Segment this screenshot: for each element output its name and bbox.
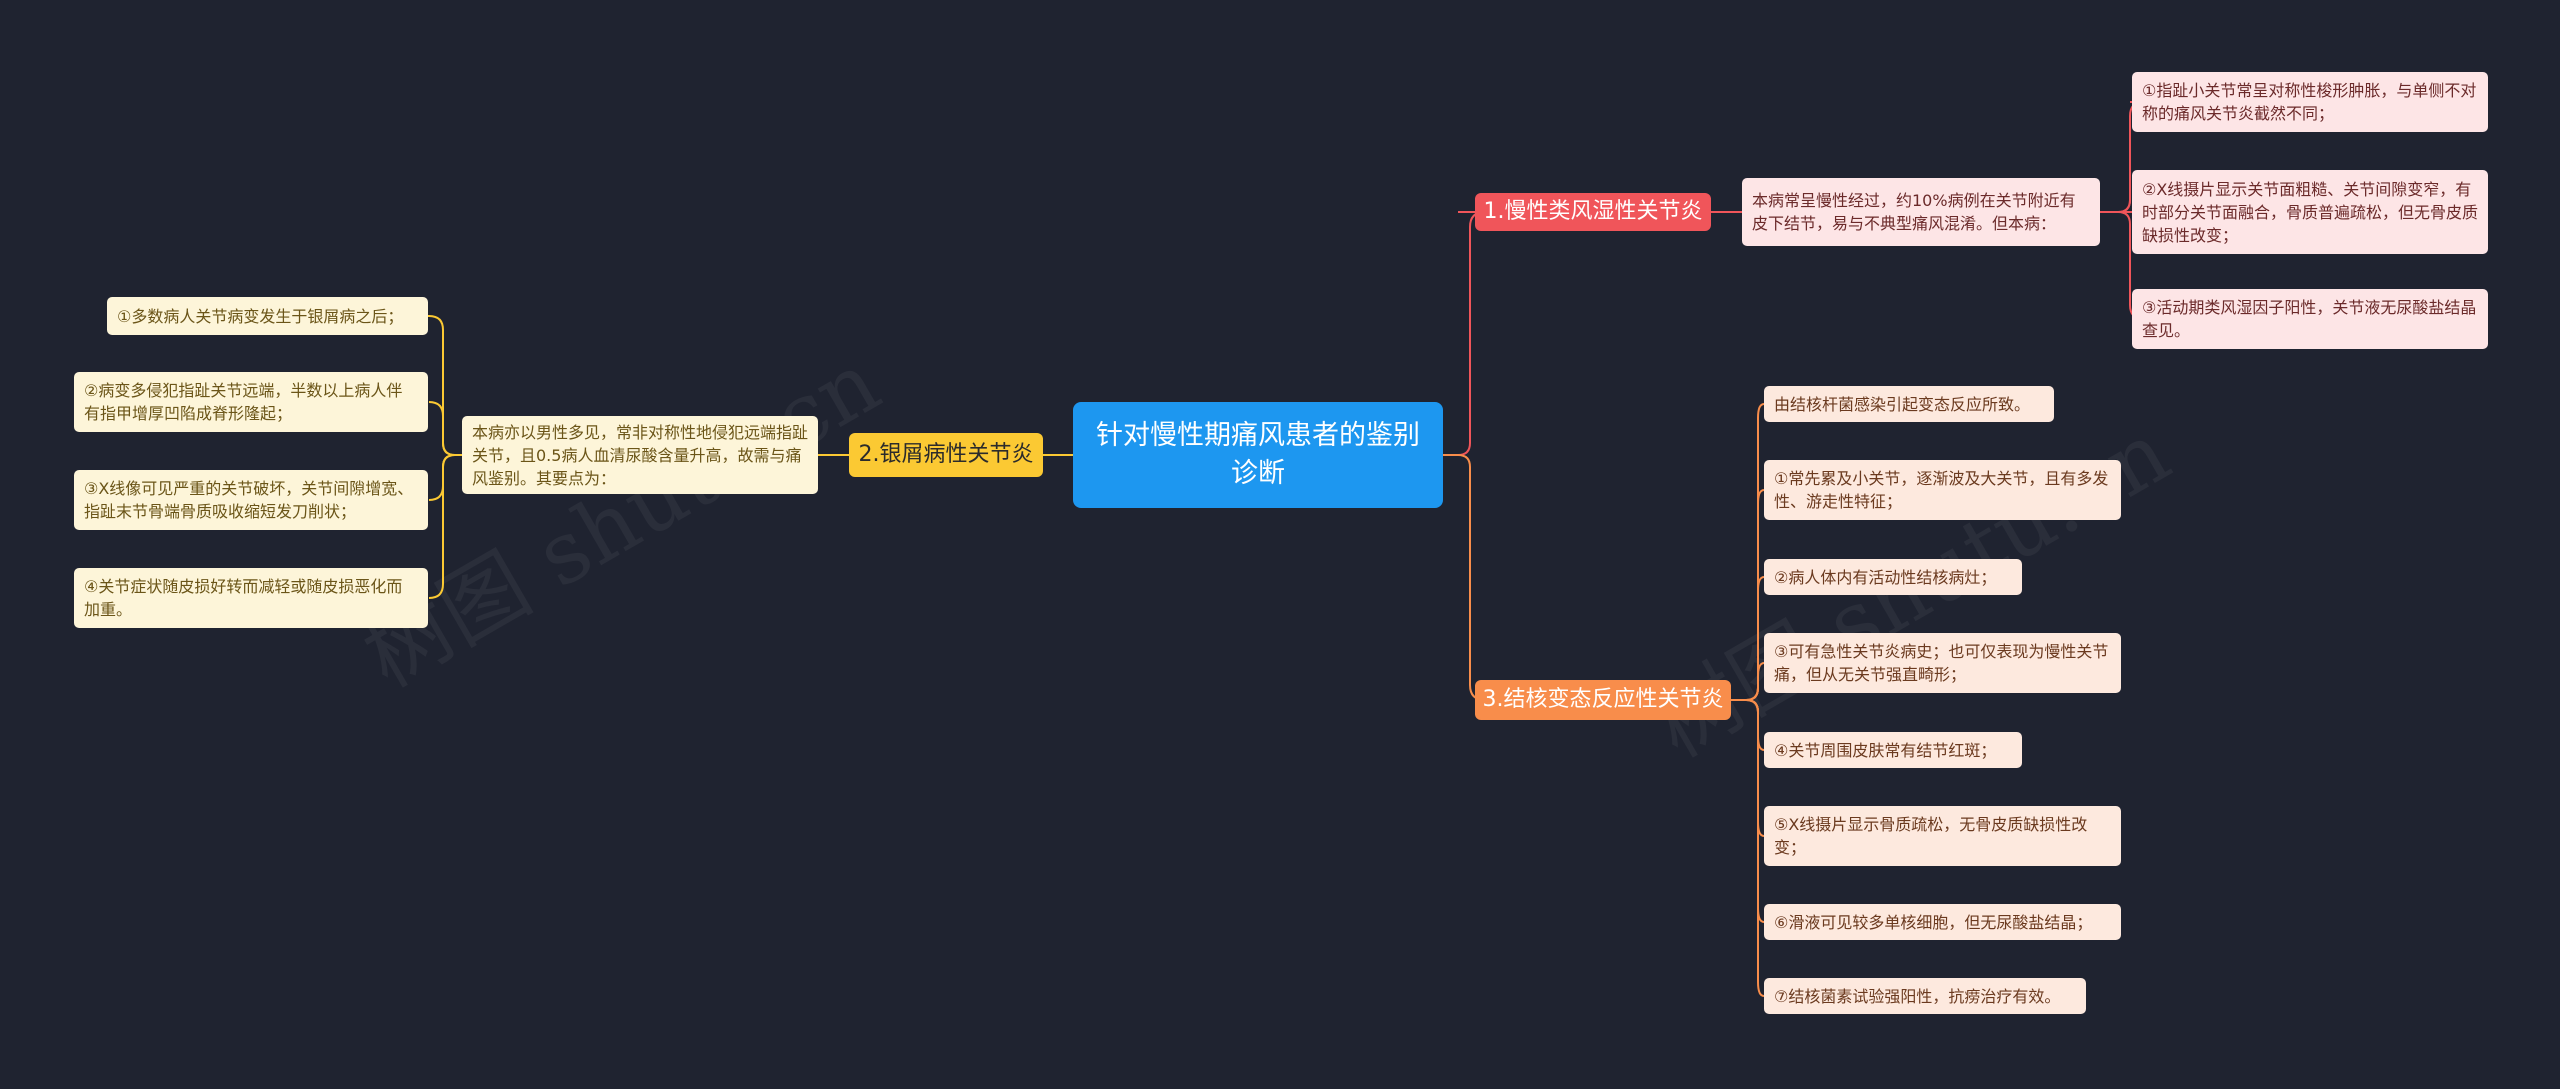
- connector-summary2-items: [428, 401, 456, 456]
- connector-branch3-items: [1745, 699, 1765, 997]
- branch2-item-4[interactable]: ④关节症状随皮损好转而减轻或随皮损恶化而加重。: [74, 568, 428, 628]
- root-topic[interactable]: 针对慢性期痛风患者的鉴别诊断: [1073, 402, 1443, 508]
- connector-branch3-items: [1745, 699, 1765, 923]
- connector-summary2-items: [428, 315, 462, 456]
- branch2-item-1[interactable]: ①多数病人关节病变发生于银屑病之后；: [107, 297, 428, 335]
- branch2-item-2[interactable]: ②病变多侵犯指趾关节远端，半数以上病人伴有指甲增厚凹陷成脊形隆起；: [74, 372, 428, 432]
- branch3-item-3[interactable]: ②病人体内有活动性结核病灶；: [1764, 559, 2022, 595]
- branch3-item-6[interactable]: ⑤X线摄片显示骨质疏松，无骨皮质缺损性改变；: [1764, 806, 2121, 866]
- branch3-item-5[interactable]: ④关节周围皮肤常有结节红斑；: [1764, 732, 2022, 768]
- connector-branch3-items: [1745, 662, 1765, 701]
- connector-summary1-items: [2117, 199, 2144, 213]
- connector-branch3-items: [1731, 403, 1765, 701]
- branch3-item-2[interactable]: ①常先累及小关节，逐渐波及大关节，且有多发性、游走性特征；: [1764, 460, 2121, 520]
- connector-branch3-items: [1745, 576, 1765, 701]
- branch1-item-2[interactable]: ②X线摄片显示关节面粗糙、关节间隙变窄，有时部分关节面融合，骨质普遍疏松，但无骨…: [2132, 170, 2488, 254]
- connector-root-branch1: [1443, 211, 1486, 456]
- branch1-item-3[interactable]: ③活动期类风湿因子阳性，关节液无尿酸盐结晶查见。: [2132, 289, 2488, 349]
- branch-topic-3[interactable]: 3.结核变态反应性关节炎: [1475, 680, 1731, 720]
- branch1-summary[interactable]: 本病常呈慢性经过，约10%病例在关节附近有皮下结节，易与不典型痛风混淆。但本病：: [1742, 178, 2100, 246]
- connector-summary2-items: [428, 454, 456, 599]
- branch-topic-2[interactable]: 2.银屑病性关节炎: [849, 433, 1043, 477]
- branch3-item-7[interactable]: ⑥滑液可见较多单核细胞，但无尿酸盐结晶；: [1764, 904, 2121, 940]
- branch2-summary[interactable]: 本病亦以男性多见，常非对称性地侵犯远端指趾关节，且0.5病人血清尿酸含量升高，故…: [462, 416, 818, 494]
- connector-branch3-items: [1745, 699, 1765, 837]
- branch3-item-8[interactable]: ⑦结核菌素试验强阳性，抗痨治疗有效。: [1764, 978, 2086, 1014]
- connector-root-branch3: [1443, 454, 1486, 701]
- connector-branch3-items: [1745, 489, 1765, 701]
- branch-topic-1[interactable]: 1.慢性类风湿性关节炎: [1475, 193, 1711, 231]
- branch1-item-1[interactable]: ①指趾小关节常呈对称性梭形肿胀，与单侧不对称的痛风关节炎截然不同；: [2132, 72, 2488, 132]
- branch2-item-3[interactable]: ③X线像可见严重的关节破坏，关节间隙增宽、指趾末节骨端骨质吸收缩短发刀削状；: [74, 470, 428, 530]
- branch3-item-4[interactable]: ③可有急性关节炎病史；也可仅表现为慢性关节痛，但从无关节强直畸形；: [1764, 633, 2121, 693]
- connector-branch3-items: [1745, 699, 1765, 751]
- branch3-item-1[interactable]: 由结核杆菌感染引起变态反应所致。: [1764, 386, 2054, 422]
